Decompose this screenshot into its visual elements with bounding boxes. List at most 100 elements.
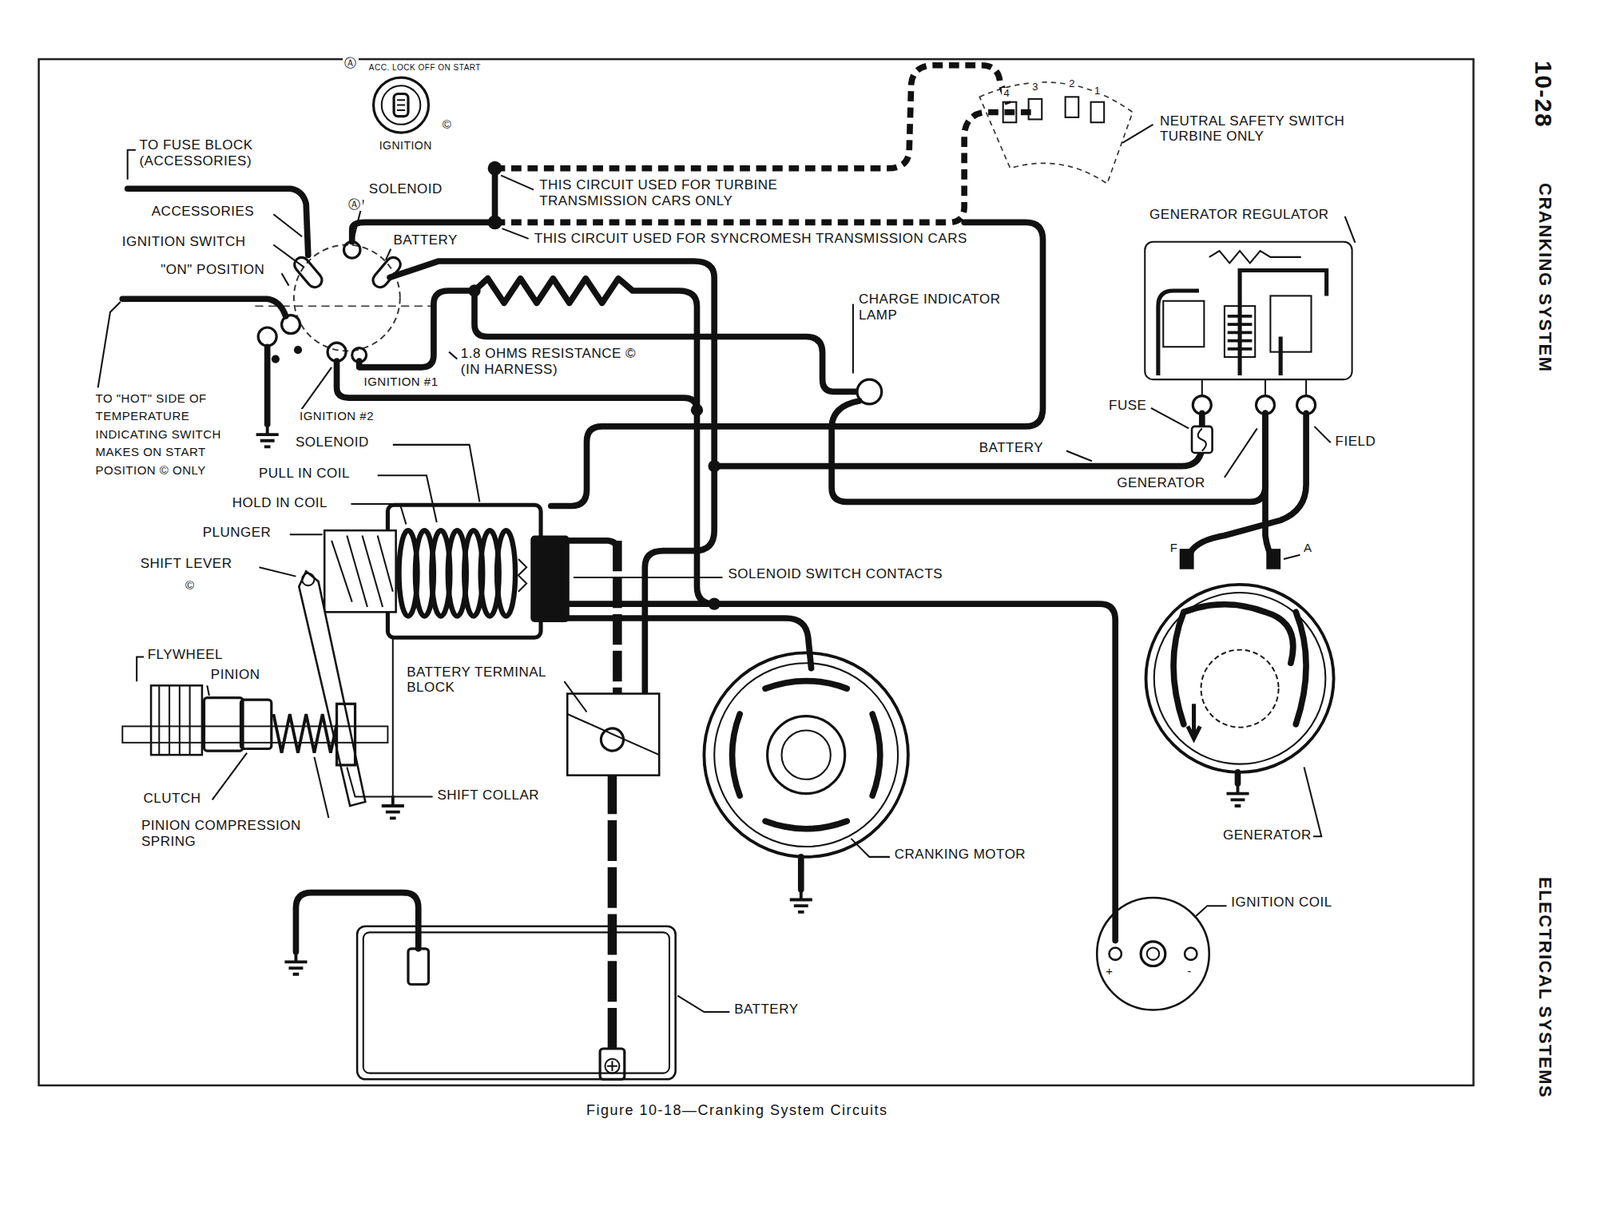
part-label: PULL IN COIL: [257, 465, 352, 482]
part-label: PINION: [209, 666, 263, 683]
section-header: CRANKING SYSTEM: [1534, 181, 1555, 375]
generator-regulator-part: [1158, 290, 1200, 376]
part-label: GENERATOR: [1221, 827, 1314, 844]
solenoid-assembly: [324, 504, 570, 818]
battery-part: [408, 948, 429, 985]
page-frame: [39, 59, 1474, 1086]
generator-regulator-part: [1192, 396, 1211, 415]
solenoid-assembly-part: [324, 530, 396, 612]
part-label: IGNITION SWITCH: [120, 234, 248, 251]
drive-assembly-part: [150, 685, 203, 755]
ignition-lock-dial-part: [393, 94, 409, 117]
generator-regulator-part: [1144, 242, 1352, 380]
terminal-number: 1: [1092, 85, 1103, 98]
generator-part: [1226, 783, 1249, 806]
cranking-motor-part: [767, 716, 846, 795]
leader-lines-part: [127, 150, 136, 180]
leader-lines-part: [850, 838, 890, 858]
leader-lines-part: [1224, 428, 1258, 477]
generator-regulator-part: [1278, 336, 1283, 376]
wiring-part: [389, 261, 715, 715]
part-label: SHIFT COLLAR: [435, 787, 541, 804]
solenoid-assembly-part: [496, 530, 516, 616]
leader-lines-part: [350, 504, 406, 525]
battery-part: [567, 694, 660, 776]
section-header: ELECTRICAL SYSTEMS: [1534, 875, 1555, 1100]
generator-regulator-part: [1297, 396, 1316, 415]
battery-part: [607, 1060, 618, 1072]
part-label: IGNITION: [377, 138, 434, 152]
leader-lines-part: [273, 214, 302, 237]
battery-part: [295, 893, 418, 953]
callout-symbol: Ⓐ: [342, 55, 359, 70]
terminal-label: F: [1168, 540, 1180, 555]
leader-lines-part: [385, 249, 391, 261]
cranking-motor-part: [782, 730, 831, 779]
battery-part: [607, 775, 617, 1049]
neutral-safety-switch-part: [1065, 96, 1080, 118]
wiring-part: [352, 168, 496, 243]
battery-part: [567, 714, 660, 755]
part-label: SOLENOID SWITCH CONTACTS: [726, 566, 945, 583]
generator-part: [1266, 548, 1281, 570]
part-label: HOLD IN COIL: [230, 495, 330, 512]
generator-regulator-part: [1209, 250, 1302, 263]
leader-lines-part: [98, 301, 121, 388]
wiring-part: [474, 278, 715, 604]
battery-part: [600, 728, 624, 751]
generator-regulator-part: [1239, 269, 1327, 376]
part-label: TO FUSE BLOCK (ACCESSORIES): [137, 137, 284, 169]
ignition-coil-part: [1147, 948, 1160, 961]
terminal-sign: +: [1103, 964, 1115, 978]
terminal-number: 4: [1001, 87, 1012, 100]
leader-lines-part: [1314, 426, 1331, 443]
circuit-note: TO "HOT" SIDE OF TEMPERATURE INDICATING …: [94, 389, 251, 481]
ignition-coil: [1096, 897, 1210, 1010]
leader-lines-part: [281, 273, 290, 286]
wiring: [122, 65, 1307, 941]
wiring-part: [122, 298, 286, 317]
generator-regulator-part: [1270, 295, 1311, 352]
part-label: CRANKING MOTOR: [893, 846, 1028, 863]
drive-assembly-part: [301, 573, 314, 586]
generator-part: [1154, 592, 1327, 765]
solenoid-assembly-part: [387, 504, 541, 638]
ignition-switch: [254, 242, 439, 364]
terminal-label: FUSE: [1107, 397, 1148, 414]
leader-lines-part: [1345, 216, 1356, 243]
callout-symbol: Ⓐ: [346, 197, 363, 211]
wiring-part: [714, 412, 1203, 466]
leader-lines-part: [258, 567, 296, 576]
battery-part: [612, 540, 622, 695]
ignition-lock-dial-part: [373, 77, 429, 133]
leader-lines-part: [1066, 451, 1092, 462]
generator-part: [1201, 650, 1279, 728]
generator-part: [1187, 703, 1200, 739]
terminal-label: BATTERY: [392, 232, 460, 249]
cranking-motor: [703, 652, 908, 912]
leader-lines-part: [206, 685, 210, 696]
solenoid-assembly-part: [392, 637, 394, 796]
battery-part: [599, 1048, 625, 1080]
part-label: 1.8 OHMS RESISTANCE © (IN HARNESS): [459, 345, 652, 378]
battery-part: [284, 952, 307, 975]
leader-lines-part: [1151, 408, 1189, 429]
page-number: 10-28: [1529, 59, 1558, 130]
callout-symbol: ©: [440, 117, 454, 132]
terminal-label: IGNITION #2: [297, 408, 376, 423]
part-label: BATTERY: [732, 1001, 800, 1018]
neutral-safety-switch: [979, 82, 1133, 184]
battery: [284, 540, 675, 1080]
ignition-switch-part: [293, 345, 302, 354]
wiring-part: [495, 111, 1033, 223]
terminal-label: IGNITION #1: [361, 374, 440, 389]
cranking-motor-part: [790, 889, 813, 913]
leader-lines-part: [273, 245, 304, 268]
solenoid-assembly-part: [381, 795, 405, 818]
wiring-part: [256, 424, 279, 447]
generator: [1146, 548, 1334, 806]
ignition-switch-part: [291, 254, 326, 291]
wiring-part: [555, 603, 1116, 941]
generator-regulator: [1144, 242, 1352, 453]
generator-regulator-part: [1191, 426, 1213, 453]
